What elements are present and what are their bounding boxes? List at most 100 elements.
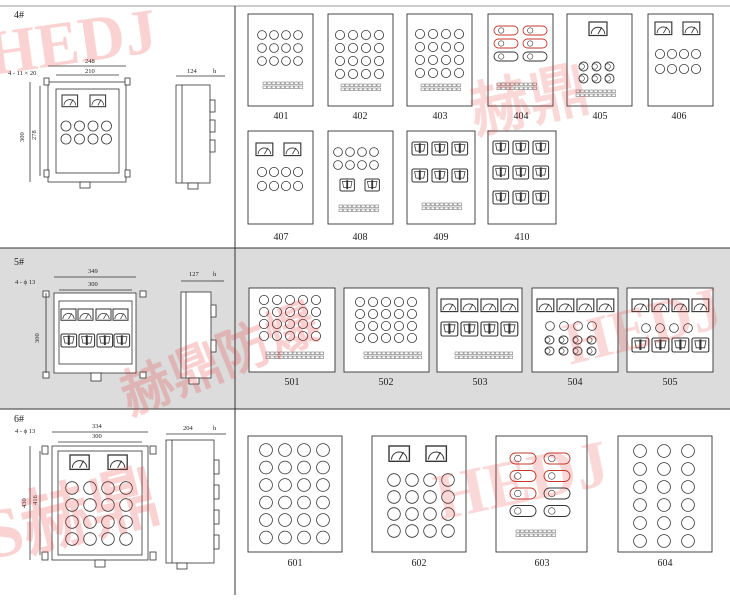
cable-gland	[472, 355, 477, 359]
cable-gland	[589, 89, 594, 93]
cable-gland	[439, 202, 444, 206]
cable-gland	[459, 351, 464, 355]
ammeter-icon	[536, 298, 555, 313]
cable-gland	[453, 206, 458, 210]
selector-switch-icon	[113, 333, 131, 348]
cable-gland	[593, 93, 598, 97]
selector-switch-icon	[411, 141, 429, 156]
button-pill	[522, 38, 548, 49]
indicator-light	[360, 56, 371, 67]
cable-gland	[374, 204, 379, 208]
button-pill	[591, 73, 602, 84]
cable-gland	[361, 204, 366, 208]
indicator-light	[691, 49, 702, 60]
model-label-505: 505	[663, 377, 678, 388]
indicator-light	[333, 147, 343, 157]
cable-gland	[421, 202, 426, 206]
cable-gland	[417, 355, 422, 359]
selector-switch-icon	[60, 333, 78, 348]
cable-gland	[510, 86, 515, 90]
selector-switch-icon	[512, 165, 530, 180]
cable-gland	[395, 355, 400, 359]
cable-gland	[501, 86, 506, 90]
indicator-light	[293, 43, 303, 53]
model-label-405: 405	[593, 111, 608, 122]
pill-knob	[548, 489, 556, 498]
cable-gland	[381, 355, 386, 359]
model-label-407: 407	[274, 232, 289, 243]
cable-gland	[602, 93, 607, 97]
pill-knob	[527, 40, 534, 47]
cable-gland	[368, 355, 373, 359]
pill-knob	[558, 337, 565, 343]
indicator-light	[681, 534, 695, 548]
indicator-light	[387, 473, 401, 487]
selector-switch-icon	[492, 165, 510, 180]
indicator-light	[258, 330, 269, 341]
indicator-light	[297, 294, 308, 305]
model-label-406: 406	[672, 111, 687, 122]
cable-gland	[452, 83, 457, 87]
ammeter-icon	[60, 308, 77, 321]
cable-gland	[386, 355, 391, 359]
cable-gland	[347, 208, 352, 212]
cable-gland	[444, 202, 449, 206]
indicator-light	[269, 30, 279, 40]
cable-gland	[319, 355, 324, 359]
cable-gland	[361, 208, 366, 212]
pill-knob	[527, 27, 534, 34]
dim-4-overall-width: 248	[85, 58, 95, 65]
indicator-light	[258, 294, 269, 305]
pill-knob	[514, 472, 522, 480]
cable-gland	[358, 87, 363, 91]
dim-5-depth: 127	[189, 271, 200, 278]
cable-gland	[430, 202, 435, 206]
model-label-601: 601	[288, 558, 303, 569]
dim-6-mount-width: 300	[92, 433, 102, 440]
indicator-light	[83, 481, 97, 495]
indicator-light	[297, 318, 308, 329]
cable-gland	[372, 351, 377, 355]
cable-gland	[593, 89, 598, 93]
cable-gland	[589, 93, 594, 97]
selector-switch-icon	[439, 320, 459, 338]
indicator-light	[60, 133, 72, 145]
cable-gland	[524, 533, 529, 537]
cable-gland	[547, 529, 552, 533]
indicator-light	[119, 532, 133, 546]
cable-gland	[439, 206, 444, 210]
indicator-light	[83, 515, 97, 529]
cable-gland	[270, 351, 275, 355]
indicator-light	[65, 481, 79, 495]
pill-knob	[544, 348, 551, 354]
cable-gland	[454, 355, 459, 359]
indicator-light	[259, 460, 273, 475]
model-label-408: 408	[353, 232, 368, 243]
cable-gland	[354, 83, 359, 87]
cable-gland	[584, 89, 589, 93]
dim-6-overall-width: 334	[92, 423, 103, 430]
indicator-light	[667, 49, 678, 60]
pill-knob	[498, 40, 505, 47]
indicator-light	[256, 166, 267, 177]
indicator-light	[367, 332, 378, 343]
indicator-light	[259, 478, 273, 492]
cable-gland	[510, 82, 515, 86]
dim-5-overall-width: 349	[88, 268, 98, 275]
indicator-light	[101, 481, 115, 495]
indicator-light	[271, 318, 282, 329]
model-label-504: 504	[568, 377, 583, 388]
cable-gland	[370, 204, 375, 208]
watermark-1: HEDJ	[0, 0, 161, 89]
ammeter-icon	[480, 298, 499, 313]
indicator-light	[683, 323, 693, 333]
cable-gland	[523, 86, 528, 90]
indicator-light	[367, 296, 378, 307]
button-pill	[509, 487, 537, 500]
indicator-light	[369, 147, 379, 157]
cable-gland	[297, 355, 302, 359]
dim-4-height-mount: 278	[31, 130, 38, 140]
cable-gland	[417, 351, 422, 355]
